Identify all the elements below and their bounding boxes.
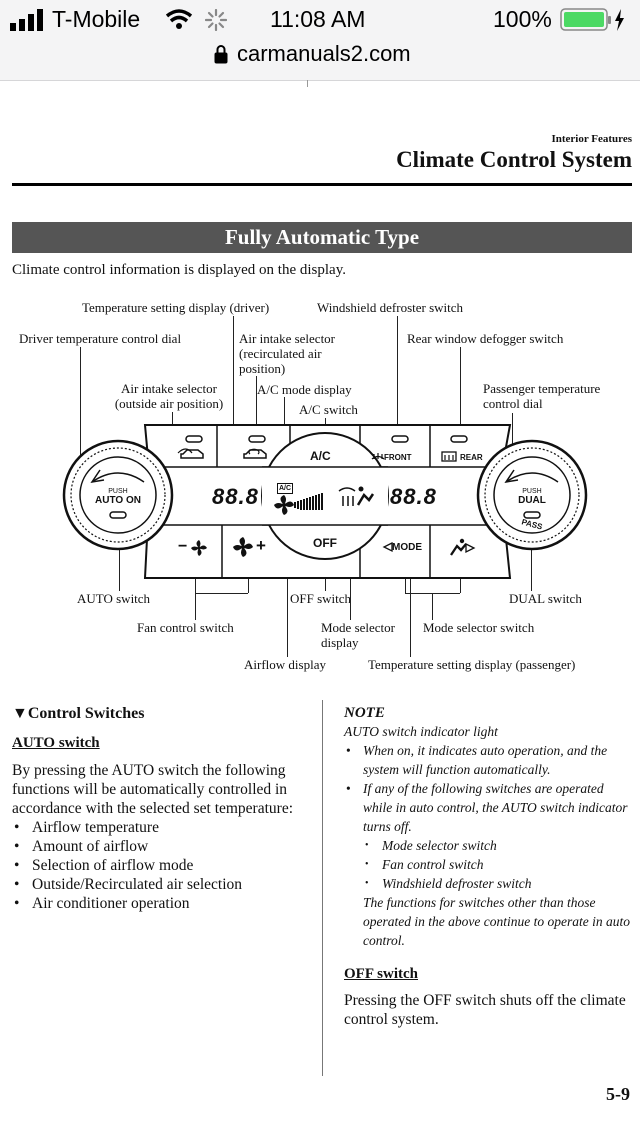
label-rear-defogger: Rear window defogger switch	[407, 331, 564, 346]
temp-display-driver: 88.8	[212, 484, 259, 509]
note-title: NOTE	[344, 705, 385, 721]
label-airflow-display: Airflow display	[244, 657, 326, 672]
label-off-switch: OFF switch	[290, 591, 352, 606]
list-item: •Outside/Recirculated air selection	[14, 876, 243, 893]
header-rule	[12, 183, 632, 186]
auto-switch[interactable]: AUTO ON	[95, 495, 141, 506]
label-temp-display-driver: Temperature setting display (driver)	[82, 300, 270, 315]
label-mode-selector-display: Mode selector display	[321, 620, 396, 650]
fan-minus-switch[interactable]: −	[178, 538, 188, 555]
triangle-icon: ▼	[12, 705, 28, 722]
battery-percent: 100%	[493, 6, 552, 32]
page-number: 5-9	[606, 1084, 630, 1104]
note-tail: The functions for switches other than th…	[363, 895, 630, 948]
browser-status-bar: T-Mobile 11:08 AM 100% carmanuals2.com	[0, 0, 640, 81]
list-item: •Selection of airflow mode	[14, 857, 194, 874]
left-column: ▼Control Switches AUTO switch By pressin…	[12, 705, 312, 913]
label-driver-temp-dial: Driver temperature control dial	[19, 331, 182, 346]
label-auto-switch: AUTO switch	[77, 591, 151, 606]
note-subtitle: AUTO switch indicator light	[344, 724, 498, 739]
url-display[interactable]: carmanuals2.com	[237, 41, 411, 66]
label-air-intake-outside: Air intake selector (outside air positio…	[114, 381, 224, 411]
push-label-right: PUSH	[522, 488, 542, 495]
auto-switch-heading: AUTO switch	[12, 735, 100, 751]
note-subitem: •Mode selector switch	[365, 838, 497, 853]
signal-icon	[10, 9, 43, 31]
loading-spinner-icon	[205, 9, 227, 31]
section-banner: Fully Automatic Type	[12, 222, 632, 253]
note-subitem: •Windshield defroster switch	[365, 876, 532, 891]
lock-icon	[214, 45, 228, 64]
mode-selector-switch[interactable]: MODE	[392, 542, 422, 553]
label-ac-mode-display: A/C mode display	[257, 382, 352, 397]
control-switches-heading: ▼Control Switches	[12, 705, 145, 722]
ac-mode-indicator: A/C	[277, 483, 294, 494]
climate-panel	[62, 424, 588, 579]
temp-display-passenger: 88.8	[390, 484, 437, 509]
ac-switch[interactable]: A/C	[310, 449, 331, 463]
auto-switch-paragraph: By pressing the AUTO switch the followin…	[12, 762, 294, 817]
label-fan-control: Fan control switch	[137, 620, 234, 635]
note-subitem: •Fan control switch	[365, 857, 484, 872]
label-mode-selector-switch: Mode selector switch	[423, 620, 535, 635]
note-item: •When on, it indicates auto operation, a…	[346, 743, 608, 777]
section-label: Interior Features	[551, 133, 632, 145]
column-divider	[322, 700, 323, 1076]
off-switch-paragraph: Pressing the OFF switch shuts off the cl…	[344, 992, 626, 1028]
push-label-left: PUSH	[108, 488, 128, 495]
rear-defogger-switch[interactable]: REAR	[460, 453, 483, 462]
label-dual-switch: DUAL switch	[509, 591, 582, 606]
label-ac-switch: A/C switch	[299, 402, 358, 417]
label-windshield-defroster: Windshield defroster switch	[317, 300, 464, 315]
page-title: Climate Control System	[396, 147, 632, 172]
wifi-icon	[166, 9, 192, 29]
list-item: •Airflow temperature	[14, 819, 159, 836]
off-switch[interactable]: OFF	[313, 536, 337, 550]
dual-switch[interactable]: DUAL	[518, 495, 546, 506]
front-defroster-switch[interactable]: FRONT	[384, 453, 412, 462]
auto-function-list: •Airflow temperature •Amount of airflow …	[12, 818, 312, 913]
label-air-intake-recirc: Air intake selector (recirculated air po…	[239, 331, 336, 376]
list-item: •Air conditioner operation	[14, 895, 190, 912]
carrier-label: T-Mobile	[52, 6, 141, 32]
label-passenger-dial: Passenger temperature control dial	[483, 381, 601, 411]
note-item: •If any of the following switches are op…	[346, 781, 628, 834]
battery-charging-icon	[560, 8, 624, 31]
intro-text: Climate control information is displayed…	[12, 262, 346, 278]
right-column: NOTE AUTO switch indicator light •When o…	[344, 705, 630, 1029]
label-temp-display-passenger: Temperature setting display (passenger)	[368, 657, 576, 672]
scroll-indicator	[307, 80, 308, 87]
fan-plus-switch[interactable]: +	[256, 536, 266, 555]
list-item: •Amount of airflow	[14, 838, 149, 855]
clock: 11:08 AM	[270, 6, 366, 32]
off-switch-heading: OFF switch	[344, 966, 419, 982]
